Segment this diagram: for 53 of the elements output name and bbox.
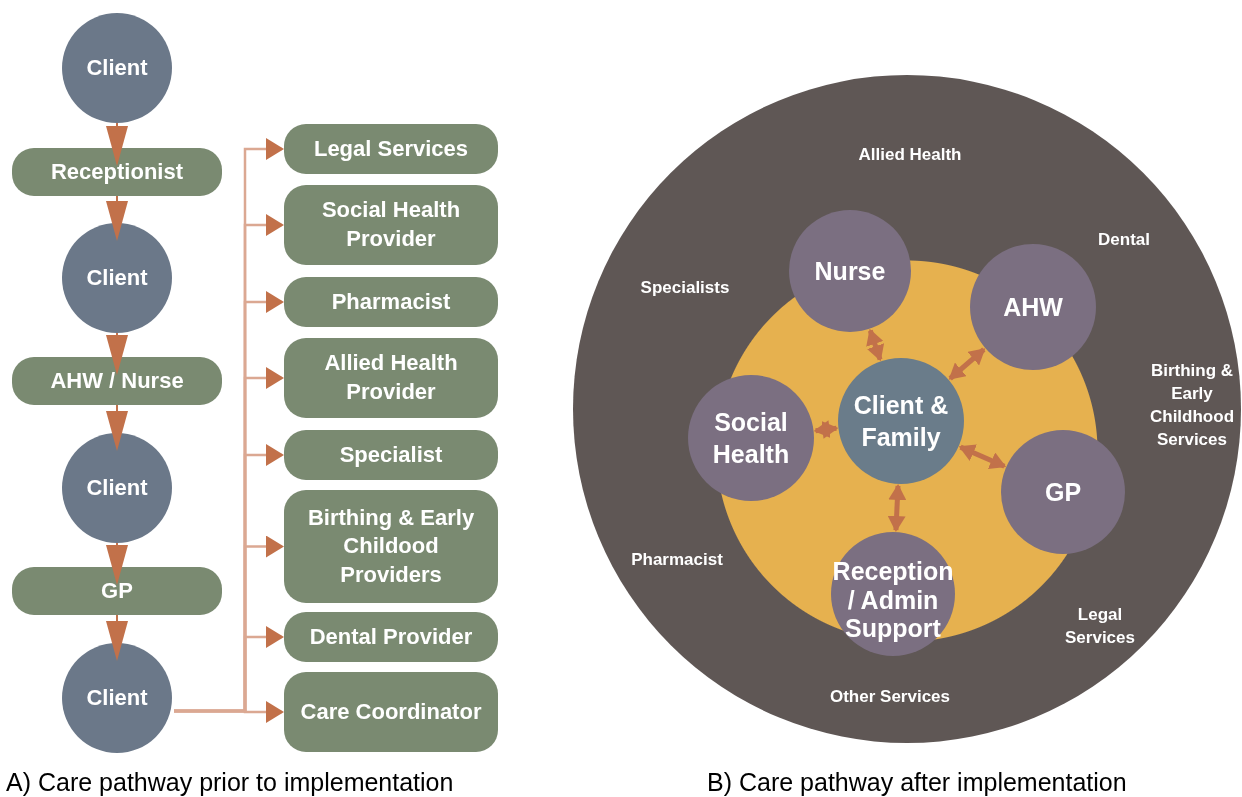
arrow xyxy=(106,122,128,166)
node-label: GP xyxy=(1043,476,1083,508)
node-label: Nurse xyxy=(813,255,887,287)
node-label: Dental Provider xyxy=(308,622,474,651)
node-label: Client xyxy=(85,53,149,82)
node-label: Allied Health Provider xyxy=(323,349,459,406)
node-label: Social Health Provider xyxy=(320,196,462,253)
node-label: Legal Services xyxy=(312,134,470,163)
node-label: Social Health xyxy=(711,406,791,470)
arrow xyxy=(106,404,128,451)
role-box xyxy=(284,490,498,603)
node-label: Birthing & Early Childood Providers xyxy=(306,503,476,589)
arrow xyxy=(106,195,128,241)
arrow xyxy=(106,542,128,585)
service-label: Dental xyxy=(1097,229,1151,251)
arrow xyxy=(958,444,1007,469)
role-box xyxy=(284,430,498,480)
service-label: Other Services xyxy=(829,686,951,708)
service-label: Pharmacist xyxy=(630,549,724,571)
node-label: Client & Family xyxy=(852,389,950,453)
node-label: AHW xyxy=(1002,291,1064,323)
node-label: Client xyxy=(85,263,149,292)
node-label: GP xyxy=(100,576,134,605)
node-label: Care Coordinator xyxy=(299,697,483,726)
caption: A) Care pathway prior to implementation xyxy=(6,767,454,797)
node-label: Client xyxy=(85,683,149,712)
role-box xyxy=(12,357,222,405)
role-box xyxy=(284,672,498,752)
role-box xyxy=(284,612,498,662)
role-box xyxy=(12,567,222,615)
service-label: Birthing & Early Childhood Services xyxy=(1149,360,1235,451)
node-label: Client xyxy=(85,473,149,502)
arrow xyxy=(887,483,907,533)
node-label: Specialist xyxy=(338,440,444,469)
arrow xyxy=(948,347,986,381)
arrow xyxy=(866,328,885,362)
role-box xyxy=(284,277,498,327)
node-label: Pharmacist xyxy=(330,287,452,316)
node-label: AHW / Nurse xyxy=(49,366,185,395)
role-box xyxy=(284,185,498,265)
role-box xyxy=(12,148,222,196)
service-label: Legal Services xyxy=(1064,604,1136,649)
arrow xyxy=(106,332,128,375)
arrow xyxy=(106,614,128,661)
service-label: Specialists xyxy=(639,277,731,299)
role-box xyxy=(284,338,498,418)
arrow xyxy=(813,420,839,439)
caption: B) Care pathway after implementation xyxy=(707,767,1127,797)
service-label: Allied Health xyxy=(857,144,963,166)
node-label: Reception / Admin Support xyxy=(831,556,955,644)
arrow xyxy=(174,701,284,723)
node-label: Receptionist xyxy=(50,157,184,186)
role-box xyxy=(284,124,498,174)
